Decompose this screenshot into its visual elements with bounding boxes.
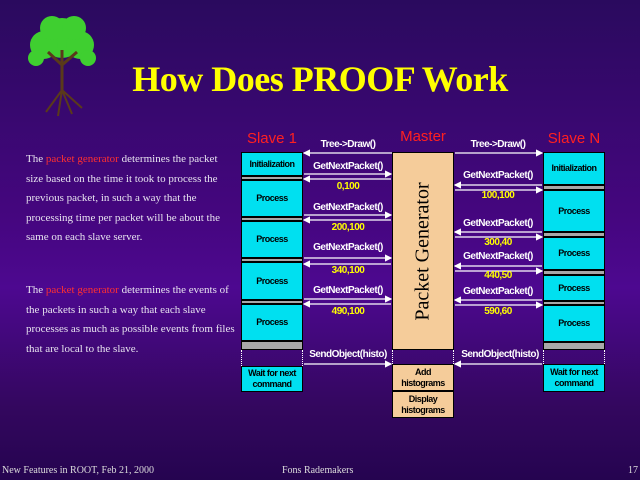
separator xyxy=(543,270,605,275)
separator xyxy=(543,301,605,305)
highlight-text: packet generator xyxy=(45,284,119,296)
slave1-process: Process xyxy=(241,180,303,217)
packet-value: 590,60 xyxy=(484,306,512,317)
packet-value: 100,100 xyxy=(481,190,515,201)
separator xyxy=(241,341,303,350)
packet-value: 200,100 xyxy=(331,222,365,233)
tree-draw-label: Tree->Draw() xyxy=(320,139,376,150)
send-object-label: SendObject(histo) xyxy=(309,349,387,360)
display-histograms: Display histograms xyxy=(392,391,454,418)
dotted-line xyxy=(392,350,393,366)
slave1-header: Slave 1 xyxy=(246,130,298,147)
packet-value: 340,100 xyxy=(331,265,365,276)
packet-value: 300,40 xyxy=(484,237,512,248)
separator xyxy=(241,300,303,304)
master-header: Master xyxy=(400,128,446,145)
packet-generator: Packet Generator xyxy=(392,152,454,350)
send-object-label: SendObject(histo) xyxy=(461,349,539,360)
tree-logo xyxy=(28,16,96,117)
slaveN-header: Slave N xyxy=(547,130,601,147)
highlight-text: packet generator xyxy=(45,153,119,165)
paragraph-1: The packet generator determines the pack… xyxy=(26,150,236,248)
get-next-packet-label: GetNextPacket() xyxy=(463,286,533,297)
separator xyxy=(241,258,303,262)
paragraph-2: The packet generator determines the even… xyxy=(26,281,236,359)
get-next-packet-label: GetNextPacket() xyxy=(313,161,383,172)
slaveN-wait: Wait for next command xyxy=(543,364,605,392)
slave1-process: Process xyxy=(241,221,303,258)
dotted-line xyxy=(302,350,303,366)
packet-value: 440,50 xyxy=(484,270,512,281)
get-next-packet-label: GetNextPacket() xyxy=(313,202,383,213)
text: determines the events of the packets in … xyxy=(26,284,235,355)
separator xyxy=(241,176,303,180)
slave1-initialization: Initialization xyxy=(241,152,303,176)
dotted-line xyxy=(453,350,454,366)
packet-value: 490,100 xyxy=(331,306,365,317)
get-next-packet-label: GetNextPacket() xyxy=(463,170,533,181)
footer-author: Fons Rademakers xyxy=(282,465,354,476)
text: The xyxy=(26,284,46,296)
page-number: 17 xyxy=(628,465,638,476)
text: The xyxy=(26,153,46,165)
separator xyxy=(543,342,605,350)
dotted-line xyxy=(543,350,544,366)
slaveN-process: Process xyxy=(543,237,605,270)
tree-draw-label: Tree->Draw() xyxy=(470,139,526,150)
slave1-process: Process xyxy=(241,262,303,300)
get-next-packet-label: GetNextPacket() xyxy=(313,242,383,253)
footer-left: New Features in ROOT, Feb 21, 2000 xyxy=(2,465,155,476)
get-next-packet-label: GetNextPacket() xyxy=(463,251,533,262)
page-title: How Does PROOF Work xyxy=(132,59,508,99)
dotted-line xyxy=(604,350,605,366)
separator xyxy=(241,217,303,221)
separator xyxy=(543,185,605,190)
get-next-packet-label: GetNextPacket() xyxy=(313,285,383,296)
separator xyxy=(543,232,605,237)
slave1-process: Process xyxy=(241,304,303,341)
slave1-wait: Wait for next command xyxy=(241,366,303,392)
text: determines the packet size based on the … xyxy=(26,153,220,243)
slaveN-process: Process xyxy=(543,305,605,342)
dotted-line xyxy=(241,350,242,366)
add-histograms: Add histograms xyxy=(392,364,454,391)
slaveN-process: Process xyxy=(543,275,605,301)
slaveN-initialization: Initialization xyxy=(543,152,605,185)
slaveN-process: Process xyxy=(543,190,605,232)
get-next-packet-label: GetNextPacket() xyxy=(463,218,533,229)
packet-value: 0,100 xyxy=(336,181,360,192)
